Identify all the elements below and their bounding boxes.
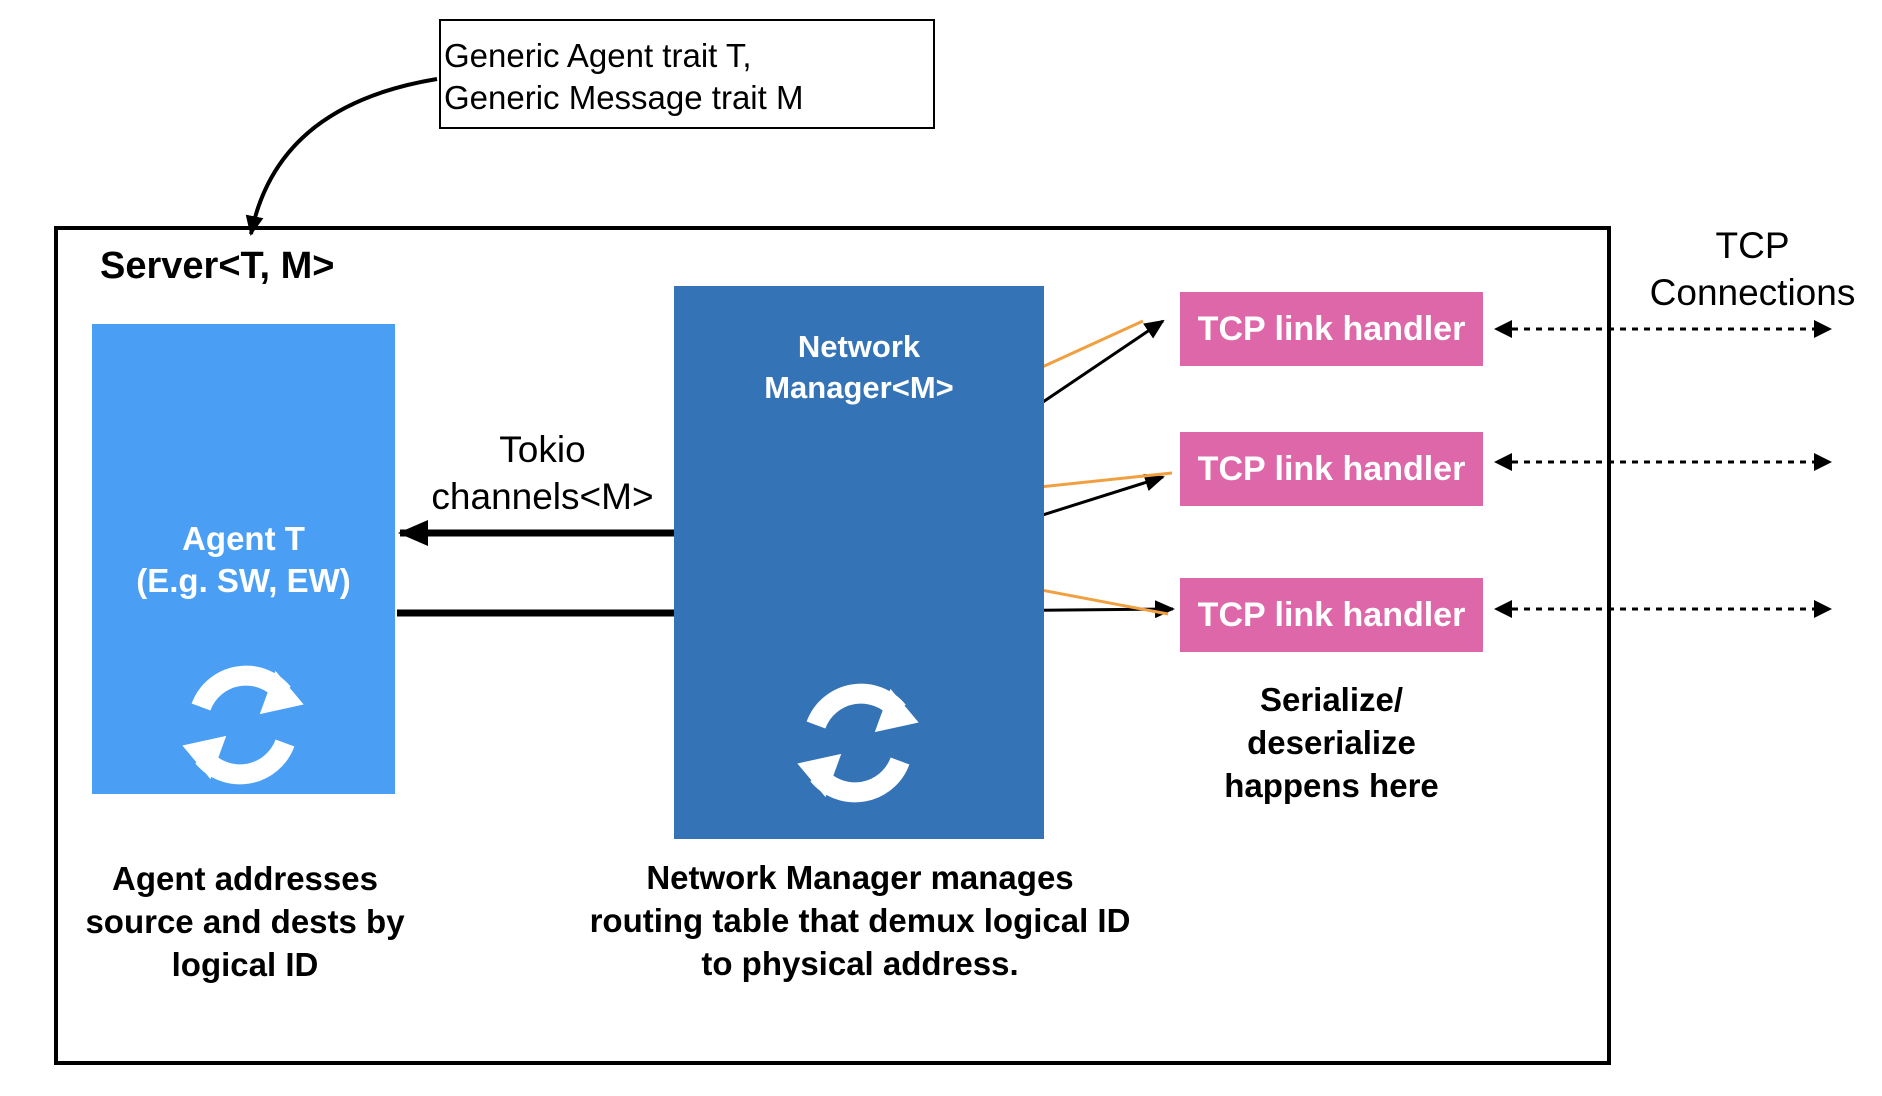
refresh-cycle-icon [797,683,919,803]
note-line-1: Generic Agent trait T, [444,37,752,74]
agent-caption-line-2: source and dests by [85,903,405,940]
agent-caption-line-3: logical ID [171,946,319,983]
tcp-connections-line-2: Connections [1649,272,1856,313]
server-frame [54,226,1611,1065]
tcp-link-handler-2: TCP link handler [1180,432,1483,506]
tcp2-conn-left-head [1494,453,1512,471]
agent-box [92,324,395,794]
tcp-connections-line-1: TCP [1715,225,1790,266]
tcp3-conn-right-head [1814,600,1832,618]
tcp-caption-line-2: deserialize [1247,724,1416,761]
tcp-caption-line-1: Serialize/ [1259,681,1404,718]
network-manager-caption-line-3: to physical address. [701,945,1019,982]
network-manager-title-line-2: Manager<M> [764,370,954,405]
tcp-handler-caption: Serialize/ deserialize happens here [1180,678,1483,807]
note-to-server-arrow [245,77,438,236]
tcp3-conn-left-head [1494,600,1512,618]
network-manager-title: Network Manager<M> [674,326,1044,408]
network-manager-box [674,286,1044,839]
channels-label: Tokio channels<M> [410,426,675,520]
agent-title: Agent T (E.g. SW, EW) [92,518,395,602]
generic-traits-note: Generic Agent trait T, Generic Message t… [439,19,935,129]
tcp-link-handler-3: TCP link handler [1180,578,1483,652]
network-manager-title-line-1: Network [797,329,921,364]
tcp-connections-label: TCP Connections [1630,222,1875,316]
channels-label-line-1: Tokio [499,429,586,470]
server-title: Server<T, M> [100,245,335,287]
agent-title-line-2: (E.g. SW, EW) [136,562,351,599]
refresh-cycle-icon [182,665,304,785]
note-line-2: Generic Message trait M [444,79,804,116]
network-manager-caption-line-2: routing table that demux logical ID [589,902,1131,939]
tcp2-conn-right-head [1814,453,1832,471]
network-manager-caption: Network Manager manages routing table th… [560,856,1160,985]
tcp-caption-line-3: happens here [1224,767,1439,804]
channels-label-line-2: channels<M> [431,476,654,517]
tcp-link-handler-1: TCP link handler [1180,292,1483,366]
network-manager-caption-line-1: Network Manager manages [646,859,1074,896]
tcp1-conn-left-head [1494,320,1512,338]
agent-caption: Agent addresses source and dests by logi… [60,857,430,986]
tcp1-conn-right-head [1814,320,1832,338]
agent-caption-line-1: Agent addresses [112,860,378,897]
agent-title-line-1: Agent T [182,520,305,557]
